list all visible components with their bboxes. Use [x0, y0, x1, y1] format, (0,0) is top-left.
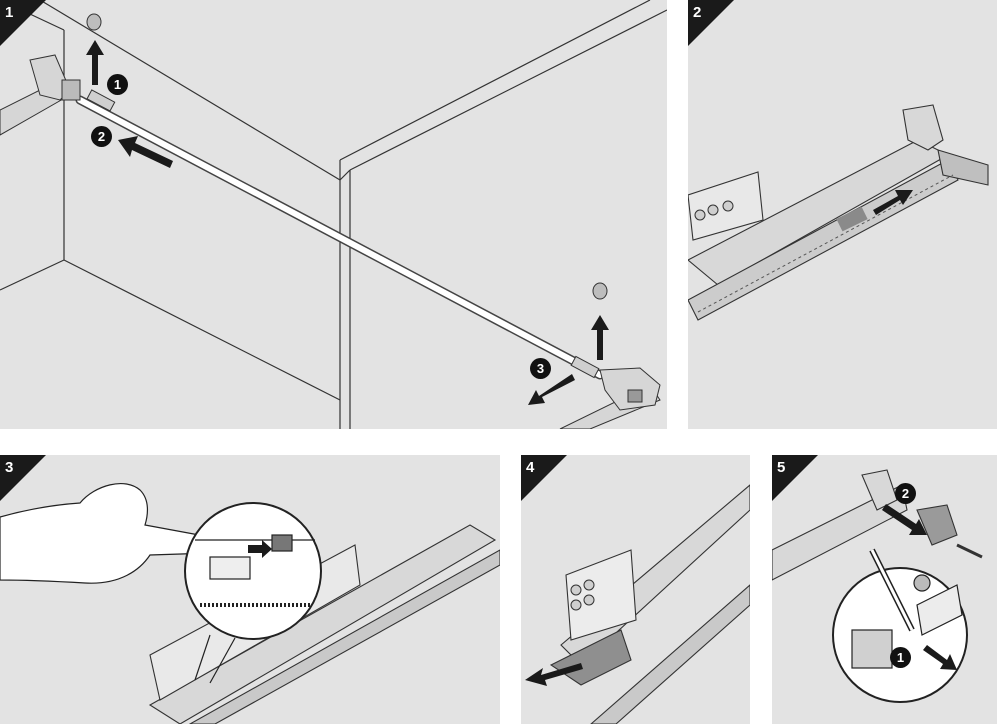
step-2-badge: 2: [688, 0, 734, 46]
step-1-panel: 1 1 2 3: [0, 0, 667, 429]
step-1-badge-triangle: [0, 0, 46, 46]
step-2-illustration: [688, 104, 989, 321]
magnifier-circle: [184, 502, 322, 640]
step-4-number: 4: [526, 459, 535, 476]
step-4-badge-triangle: [521, 455, 567, 501]
step-1-number: 1: [5, 4, 14, 21]
step-2-number: 2: [693, 4, 702, 21]
step-3-badge-triangle: [0, 455, 46, 501]
step-5-panel: 5 2 1: [772, 455, 997, 724]
step-2-badge-triangle: [688, 0, 734, 46]
step-2-panel: 2: [688, 0, 997, 429]
step-3-number: 3: [5, 459, 14, 476]
step-1-badge: 1: [0, 0, 46, 46]
callout-1: 1: [107, 74, 128, 95]
callout-2: 2: [895, 483, 916, 504]
step-4-panel: 4: [521, 455, 750, 724]
step-4-badge: 4: [521, 455, 567, 501]
step-3-illustration: [0, 482, 500, 724]
step-5-badge: 5: [772, 455, 818, 501]
step-3-panel: 3: [0, 455, 500, 724]
step-1-illustration: [0, 0, 667, 429]
step-5-illustration: [772, 469, 983, 703]
step-5-badge-triangle: [772, 455, 818, 501]
step-5-number: 5: [777, 459, 786, 476]
step-3-badge: 3: [0, 455, 46, 501]
callout-2: 2: [91, 126, 112, 147]
callout-1: 1: [890, 647, 911, 668]
callout-3: 3: [530, 358, 551, 379]
step-4-illustration: [525, 484, 750, 724]
